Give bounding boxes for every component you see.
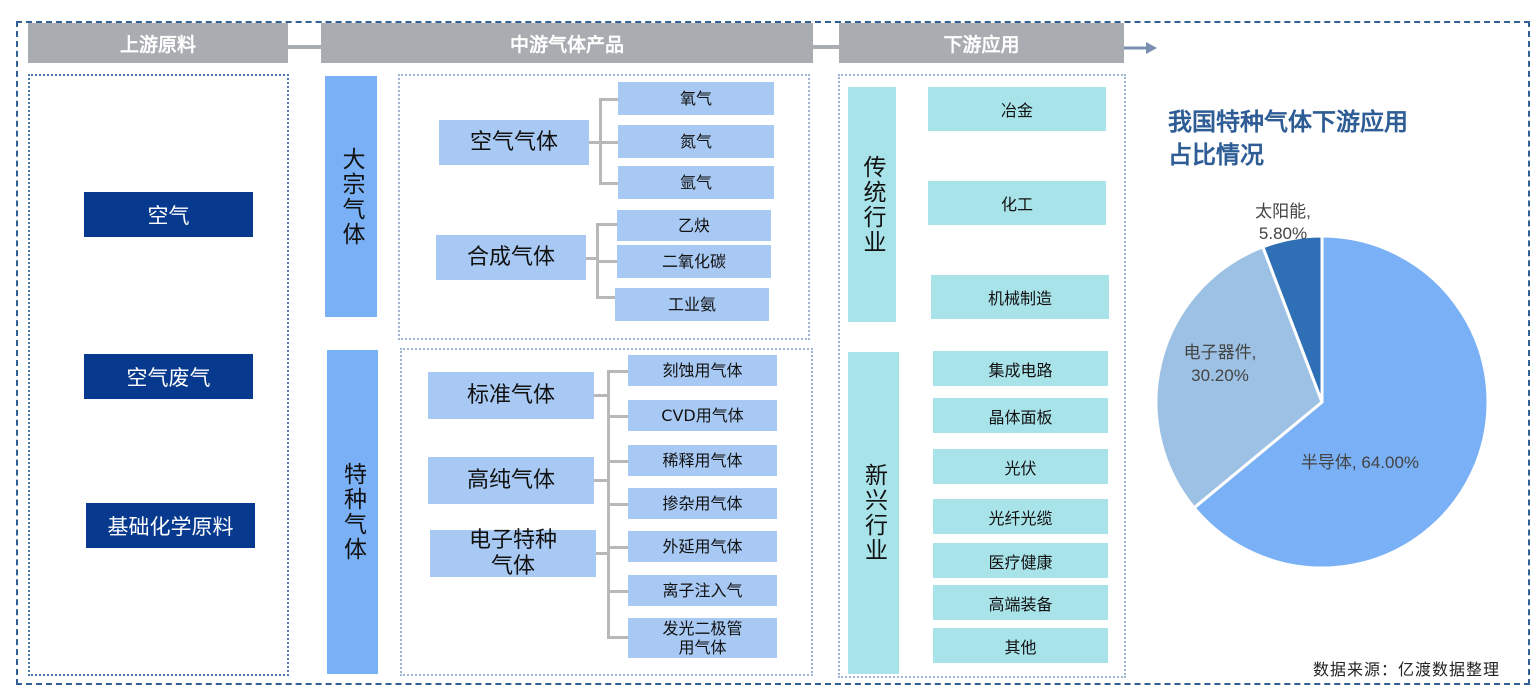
connector-line [596, 260, 617, 263]
connector-line [607, 590, 628, 593]
upstream-item: 空气废气 [84, 354, 253, 399]
connector-line [607, 636, 628, 639]
outer-frame [16, 21, 1530, 685]
upstream-box [28, 74, 289, 676]
connector-line [596, 552, 609, 555]
bulk-gas-label: 大宗气体 [325, 76, 377, 317]
connector-line [596, 296, 617, 299]
special-gas-item: 掺杂用气体 [628, 488, 777, 519]
emerging-item: 光伏 [933, 449, 1108, 484]
connector-line [607, 460, 628, 463]
synthetic-gas-category: 合成气体 [436, 235, 586, 280]
pie-label-electronic-devices: 电子器件, 30.20% [1183, 343, 1257, 385]
upstream-item: 空气 [84, 192, 253, 237]
connector-line [599, 141, 618, 144]
traditional-item: 机械制造 [931, 275, 1109, 319]
connector-line [599, 182, 618, 185]
connector-line [594, 394, 609, 397]
emerging-item: 医疗健康 [933, 543, 1108, 578]
air-gas-category: 空气气体 [439, 120, 589, 165]
downstream-box [838, 74, 1126, 678]
pie-label-solar: 太阳能, 5.80% [1255, 202, 1311, 243]
special-gas-item: 刻蚀用气体 [628, 355, 777, 386]
air-gas-item: 氧气 [618, 82, 774, 115]
header-connector [288, 45, 321, 49]
connector-line [596, 223, 617, 226]
synthetic-gas-item: 乙炔 [617, 210, 771, 241]
air-gas-item: 氮气 [618, 125, 774, 158]
header-midstream: 中游气体产品 [321, 23, 813, 63]
header-downstream: 下游应用 [839, 23, 1124, 63]
bulk-gas-box [398, 74, 810, 340]
connector-line [607, 370, 628, 373]
traditional-item: 冶金 [928, 87, 1106, 131]
flow-arrow-icon [1124, 42, 1157, 54]
connector-line [607, 503, 628, 506]
connector-line [607, 546, 628, 549]
connector-line [599, 98, 618, 101]
pie-chart-title: 我国特种气体下游应用 占比情况 [1168, 108, 1408, 169]
special-category: 标准气体 [428, 372, 594, 419]
pie-slice-1 [1154, 244, 1324, 510]
special-gas-item: 稀释用气体 [628, 445, 777, 476]
air-gas-item: 氩气 [618, 166, 774, 199]
special-category: 高纯气体 [428, 457, 594, 504]
header-connector [813, 45, 839, 49]
special-gas-label: 特种气体 [327, 350, 378, 674]
emerging-item: 高端装备 [933, 585, 1108, 620]
pie-label-semiconductor: 半导体, 64.00% [1300, 453, 1420, 472]
special-category: 电子特种 气体 [430, 528, 596, 579]
special-gas-item: CVD用气体 [628, 400, 777, 431]
synthetic-gas-item: 二氧化碳 [617, 245, 771, 278]
pie-slice-0 [1191, 234, 1490, 570]
connector-line [589, 141, 601, 144]
special-gas-item: 离子注入气 [628, 575, 777, 606]
synthetic-gas-item: 工业氨 [615, 288, 769, 321]
emerging-item: 集成电路 [933, 351, 1108, 386]
special-gas-item: 外延用气体 [628, 531, 777, 562]
connector-line [607, 415, 628, 418]
traditional-item: 化工 [928, 181, 1106, 225]
pie-chart [1154, 234, 1490, 570]
traditional-industry-label: 传统行业 [848, 87, 896, 322]
data-source-note: 数据来源：亿渡数据整理 [1312, 660, 1500, 679]
emerging-item: 晶体面板 [933, 398, 1108, 433]
upstream-item: 基础化学原料 [86, 503, 255, 548]
connector-line [594, 479, 609, 482]
pie-slice-2 [1260, 234, 1324, 403]
emerging-item: 光纤光缆 [933, 499, 1108, 534]
header-upstream: 上游原料 [28, 23, 288, 63]
connector-line [586, 257, 598, 260]
special-gas-box [400, 348, 813, 676]
special-gas-item: 发光二极管 用气体 [628, 618, 777, 658]
emerging-item: 其他 [933, 628, 1108, 663]
emerging-industry-label: 新兴行业 [848, 352, 899, 674]
